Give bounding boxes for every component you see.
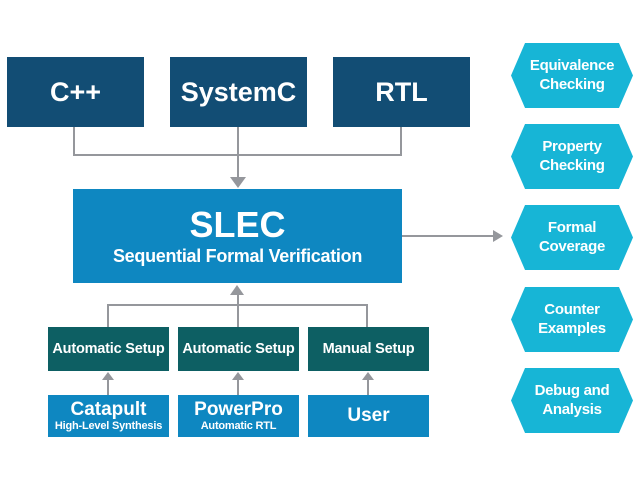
connector-user-up [367,379,369,395]
box-manual-setup: Manual Setup [308,327,429,371]
hexagon-equivalence-checking-line1: Equivalence [529,56,615,74]
connector-systemc-down [237,127,239,178]
box-slec: SLEC Sequential Formal Verification [73,189,402,283]
arrowhead-into-slec-top-icon [230,177,246,188]
connector-powerpro-up [237,379,239,395]
box-systemc: SystemC [170,57,307,127]
hexagon-debug-analysis-line2: Analysis [542,400,602,418]
connector-catapult-up [107,379,109,395]
connector-slec-right [402,235,494,237]
hexagon-formal-coverage-line1: Formal [547,218,597,236]
box-automatic-setup-2: Automatic Setup [178,327,299,371]
arrowhead-user-up-icon [362,372,374,380]
user-title: User [347,405,390,427]
box-automatic-setup-1: Automatic Setup [48,327,169,371]
hexagon-debug-analysis-line1: Debug and [534,381,610,399]
hexagon-counter-examples-line1: Counter [544,300,600,318]
box-user: User [308,395,429,437]
box-rtl-label: RTL [375,76,428,107]
box-rtl: RTL [333,57,470,127]
catapult-title: Catapult [70,399,147,421]
connector-rtl-down [400,127,402,155]
box-catapult: Catapult High-Level Synthesis [48,395,169,437]
hexagon-debug-analysis: Debug and Analysis [511,368,633,433]
hexagon-property-checking-line2: Checking [539,156,605,174]
connector-bottom-join [107,304,368,306]
arrowhead-catapult-up-icon [102,372,114,380]
hexagon-equivalence-checking-line2: Checking [539,75,605,93]
connector-mid-up [237,294,239,327]
powerpro-subtitle: Automatic RTL [200,419,277,432]
hexagon-counter-examples: Counter Examples [511,287,633,352]
connector-cpp-down [73,127,75,155]
box-powerpro: PowerPro Automatic RTL [178,395,299,437]
hexagon-formal-coverage: Formal Coverage [511,205,633,270]
connector-setup1-stub [107,304,109,327]
catapult-subtitle: High-Level Synthesis [54,419,163,432]
box-systemc-label: SystemC [180,76,297,107]
box-cpp: C++ [7,57,144,127]
arrowhead-powerpro-up-icon [232,372,244,380]
automatic-setup-2-label: Automatic Setup [182,341,295,357]
hexagon-property-checking: Property Checking [511,124,633,189]
arrowhead-to-outputs-icon [493,230,503,242]
slec-title: SLEC [189,203,286,245]
connector-setup3-stub [366,304,368,327]
hexagon-counter-examples-line2: Examples [538,319,606,337]
arrowhead-into-slec-bottom-icon [230,285,244,295]
hexagon-formal-coverage-line2: Coverage [539,237,605,255]
hexagon-property-checking-line1: Property [542,137,602,155]
automatic-setup-1-label: Automatic Setup [52,341,165,357]
box-cpp-label: C++ [49,76,102,107]
manual-setup-label: Manual Setup [322,341,415,357]
powerpro-title: PowerPro [194,399,283,421]
hexagon-equivalence-checking: Equivalence Checking [511,43,633,108]
slec-subtitle: Sequential Formal Verification [112,246,363,267]
